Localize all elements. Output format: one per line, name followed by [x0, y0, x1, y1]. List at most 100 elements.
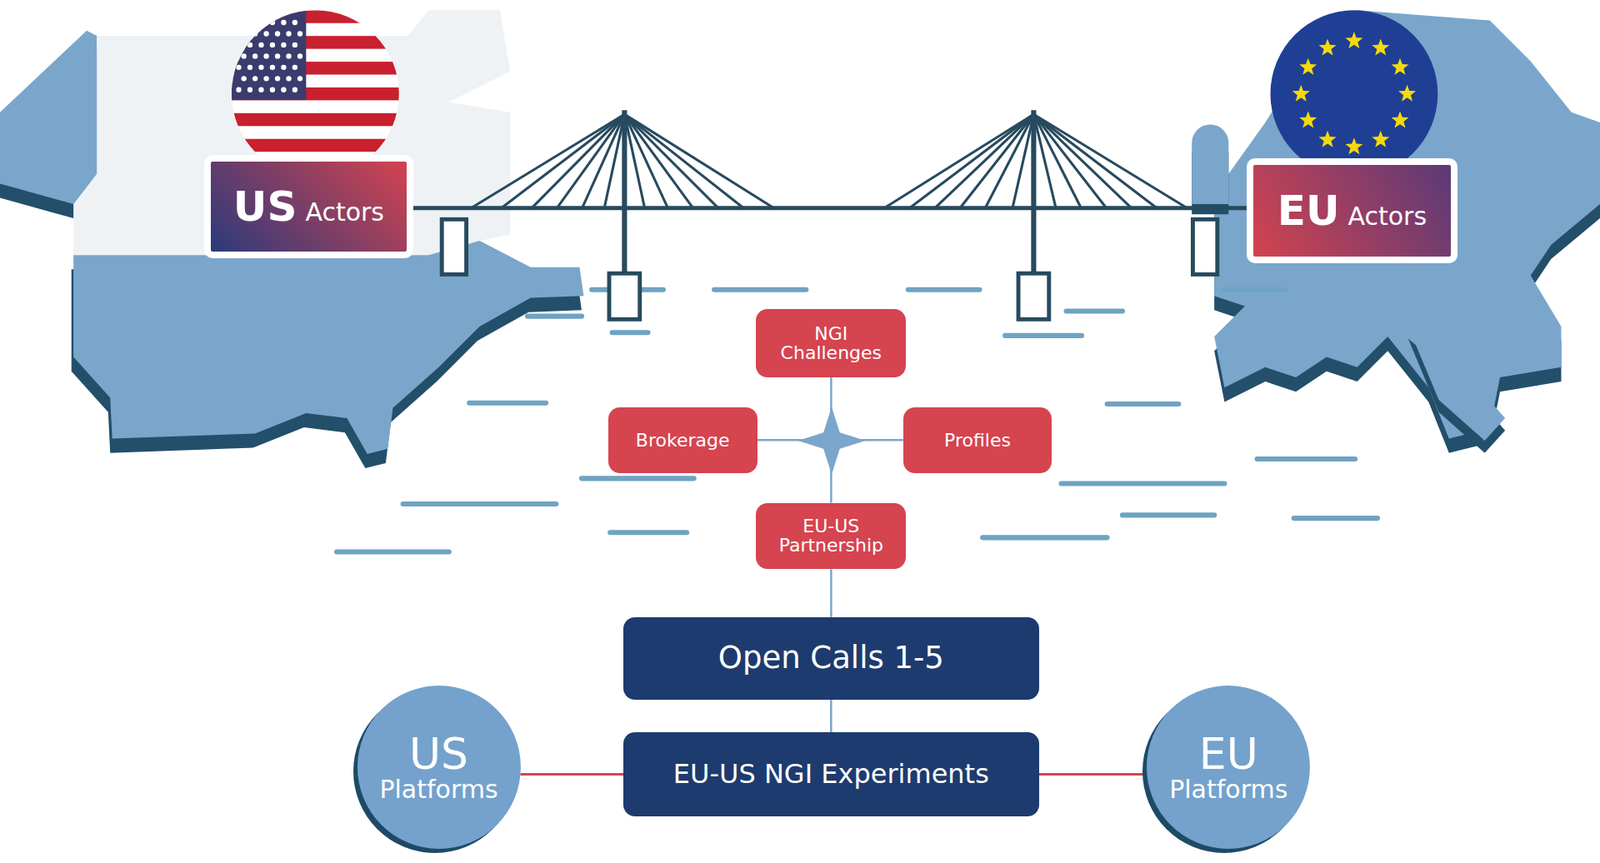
bridge	[530, 114, 625, 210]
node-label: EU-US NGI Experiments	[673, 760, 990, 790]
us-flag	[240, 75, 246, 81]
us-flag	[292, 20, 298, 25]
water-lines	[1060, 480, 1225, 486]
bridge	[1033, 114, 1189, 210]
eu-flag	[1371, 39, 1390, 56]
us-flag	[275, 30, 280, 36]
us-flag	[252, 30, 258, 36]
us-flag	[280, 65, 286, 70]
node-sublabel: Platforms	[1169, 776, 1288, 804]
actor-box: USActors	[204, 155, 414, 259]
bridge	[624, 114, 745, 210]
us-flag	[235, 20, 241, 25]
node-label: EU	[1277, 189, 1340, 234]
node-sublabel: Actors	[305, 199, 385, 226]
node-content: EU-US NGI Experiments	[673, 760, 990, 790]
us-flag	[247, 42, 253, 48]
eu-flag	[1398, 85, 1416, 102]
eu-flag	[1391, 58, 1410, 75]
us-flag	[247, 65, 253, 70]
eu-flag	[1391, 111, 1410, 129]
map-outline	[1191, 124, 1229, 205]
us-flag	[280, 20, 286, 25]
water-lines	[1224, 287, 1285, 293]
platform-link	[520, 773, 624, 776]
node-content: Brokerage	[635, 430, 730, 450]
node-label: Open Calls 1-5	[718, 642, 945, 675]
process-box: EU-US NGI Experiments	[623, 732, 1039, 816]
water-lines	[908, 287, 980, 293]
us-flag	[285, 53, 291, 59]
eu-flag	[1299, 58, 1317, 75]
bridge	[555, 114, 625, 210]
water-lines	[612, 330, 649, 335]
us-flag	[270, 65, 275, 70]
node-content: Open Calls 1-5	[718, 642, 945, 675]
water-lines	[469, 400, 546, 406]
water-lines	[527, 314, 582, 320]
us-flag	[252, 75, 258, 81]
circle-fill	[1146, 685, 1310, 850]
us-flag	[263, 30, 269, 36]
eu-flag	[1345, 137, 1363, 155]
us-flag	[270, 20, 275, 25]
bridge	[621, 110, 627, 275]
us-flag	[235, 42, 241, 48]
us-flag	[224, 113, 408, 126]
us-flag	[252, 53, 258, 59]
actor-box: EUActors	[1246, 158, 1457, 264]
map-outline	[0, 30, 97, 205]
water-lines	[403, 501, 557, 507]
node-label: EU-US Partnership	[765, 516, 896, 555]
us-flag	[292, 42, 298, 48]
node-content: USPlatforms	[379, 731, 498, 804]
bridge	[1033, 114, 1133, 210]
bridge	[469, 114, 625, 210]
us-flag	[247, 20, 253, 25]
bridge	[1033, 114, 1158, 210]
bridge	[985, 114, 1035, 210]
eu-flag	[1319, 39, 1337, 56]
us-flag	[275, 53, 280, 59]
us-flag	[280, 42, 286, 48]
us-flag	[292, 65, 298, 70]
us-flag	[258, 20, 264, 25]
bridge-deck	[413, 205, 1247, 210]
us-flag	[247, 87, 253, 93]
topic-box: Profiles	[903, 407, 1053, 475]
us-flag	[224, 139, 408, 152]
bridge	[1018, 273, 1050, 320]
us-flag	[224, 10, 408, 23]
platform-link	[1039, 773, 1148, 776]
node-label: EU	[1199, 731, 1259, 778]
water-lines	[714, 287, 806, 293]
us-flag	[270, 42, 275, 48]
us-flag	[292, 87, 298, 93]
map-outline	[1214, 10, 1600, 439]
node-content: Profiles	[944, 430, 1011, 450]
us-flag	[235, 65, 241, 70]
us-flag	[263, 53, 269, 59]
us-flag	[235, 87, 241, 93]
flow-line	[830, 700, 833, 733]
eu-flag	[1299, 111, 1317, 129]
water-lines	[982, 535, 1107, 540]
water-lines	[610, 530, 687, 535]
bridge	[1192, 219, 1217, 275]
compass-star	[798, 407, 866, 475]
bridge	[441, 219, 466, 275]
water-lines	[1122, 512, 1215, 518]
map-outline	[1408, 326, 1505, 441]
node-content: EUPlatforms	[1169, 731, 1288, 804]
water-lines	[1005, 333, 1082, 339]
water-lines	[1107, 401, 1180, 407]
platform-circle: EUPlatforms	[1146, 685, 1310, 850]
us-flag	[285, 75, 291, 81]
node-label: NGI Challenges	[765, 324, 896, 363]
bridge	[604, 114, 625, 210]
node-label: US	[409, 731, 469, 778]
eu-flag	[1270, 10, 1438, 178]
node-sublabel: Platforms	[379, 776, 498, 804]
us-flag	[258, 87, 264, 93]
